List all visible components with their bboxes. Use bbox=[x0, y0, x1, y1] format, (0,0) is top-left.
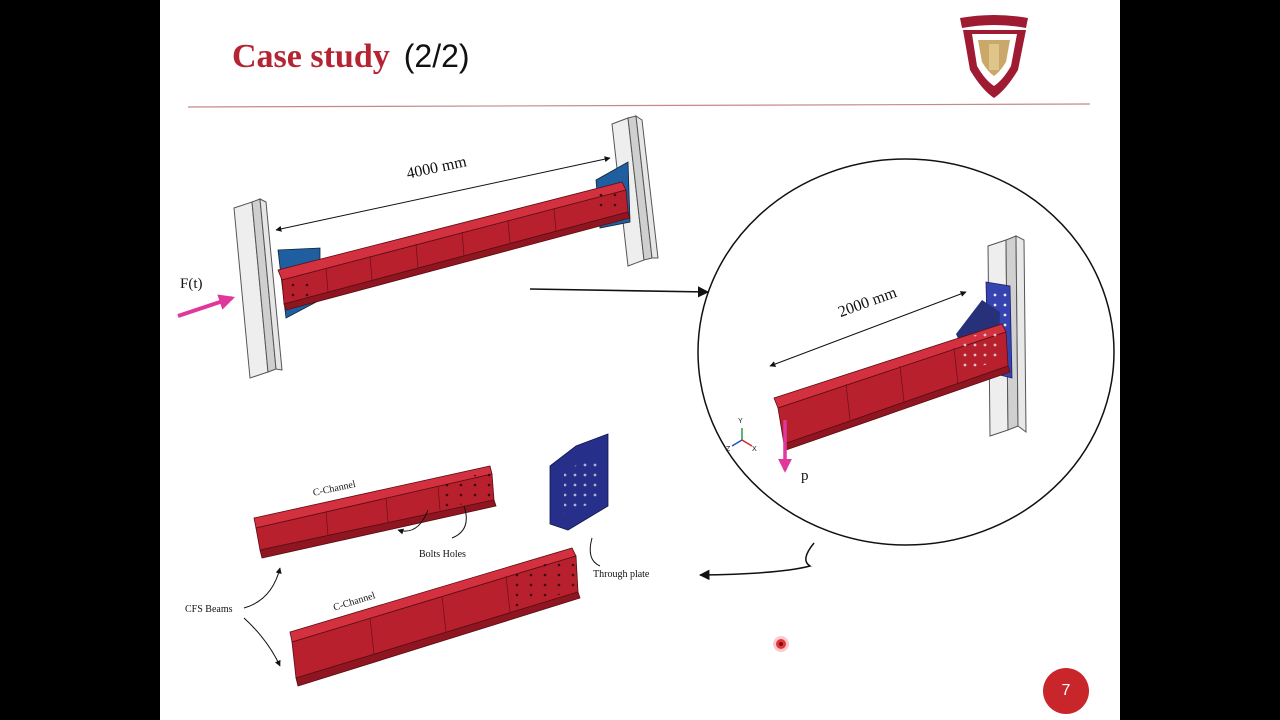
presentation-pointer bbox=[776, 639, 786, 649]
force-label: F(t) bbox=[180, 276, 203, 292]
university-logo bbox=[960, 15, 1028, 98]
axis-x-label: X bbox=[752, 446, 757, 453]
slide-title-suffix: (2/2) bbox=[403, 38, 470, 74]
title-rule bbox=[187, 103, 1091, 108]
case-study-figure bbox=[177, 15, 1115, 687]
load-label: p bbox=[801, 468, 809, 484]
cantilever-detail bbox=[697, 158, 1115, 546]
through-plate-label: Through plate bbox=[593, 569, 650, 580]
cfs-beams-label: CFS Beams bbox=[185, 604, 233, 615]
slide-title: Case study(2/2) bbox=[232, 38, 470, 75]
slide: Case study(2/2) bbox=[160, 0, 1120, 720]
page-number-badge: 7 bbox=[1043, 668, 1089, 714]
component-breakdown bbox=[243, 433, 609, 687]
bolts-holes-label: Bolts Holes bbox=[419, 549, 466, 560]
axis-z-label: Z bbox=[726, 446, 731, 453]
detail-pointer-arrow bbox=[698, 542, 815, 581]
axis-y-label: Y bbox=[738, 418, 743, 425]
full-span-model bbox=[177, 114, 710, 379]
